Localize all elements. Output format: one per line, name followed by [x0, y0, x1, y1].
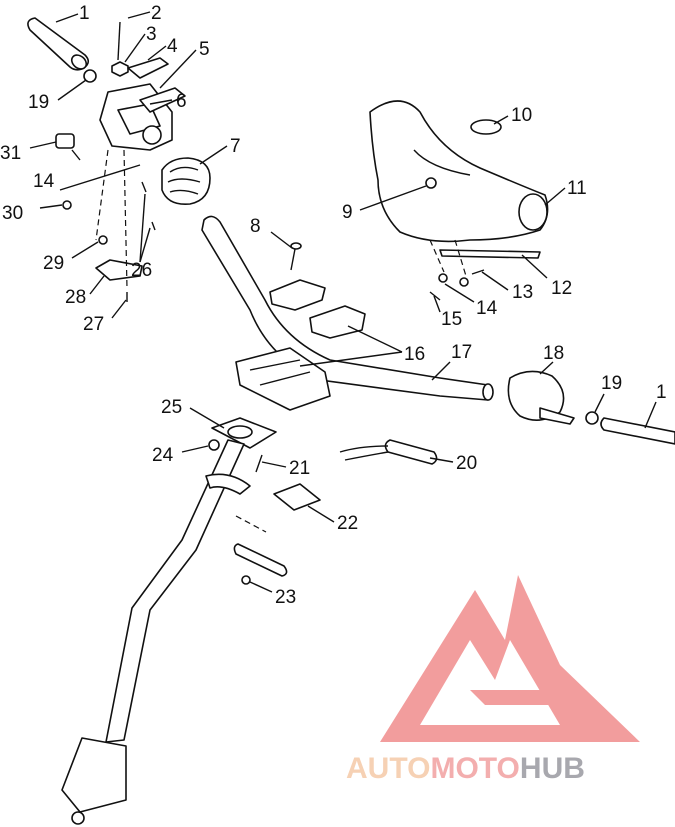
- callout-10: 10: [511, 105, 532, 126]
- callout-24: 24: [152, 445, 174, 466]
- part-nut-29: [98, 235, 108, 245]
- part-bolt-2: [117, 21, 121, 61]
- part-right-control: [507, 370, 575, 425]
- callout-21: 21: [289, 458, 310, 479]
- part-left-grip: [27, 17, 90, 71]
- callout-3: 3: [146, 24, 157, 45]
- callout-8: 8: [250, 216, 261, 237]
- callout-4: 4: [167, 36, 178, 57]
- watermark-text-auto: AUTO: [346, 752, 430, 785]
- callout-18: 18: [543, 343, 564, 364]
- callout-19-left: 19: [28, 92, 49, 113]
- part-nut-3: [111, 61, 129, 77]
- watermark-text-moto: MOTO: [430, 752, 519, 785]
- part-throttle-cover: [161, 157, 211, 206]
- part-screw-13: [471, 269, 485, 275]
- part-pad-strip: [439, 249, 541, 259]
- callout-1-right: 1: [656, 382, 667, 403]
- part-screw-26a: [141, 181, 147, 193]
- callout-29: 29: [43, 253, 64, 274]
- part-column-plate: [211, 417, 277, 449]
- part-pad-badge: [470, 119, 502, 135]
- part-screw-21: [255, 454, 263, 473]
- callout-28: 28: [65, 287, 86, 308]
- callout-13: 13: [512, 282, 533, 303]
- callout-22: 22: [337, 513, 358, 534]
- watermark-g-mark: [470, 690, 560, 705]
- callout-11: 11: [567, 178, 587, 199]
- part-nut-24: [208, 439, 220, 451]
- part-heated-grip: [339, 439, 438, 465]
- part-washer-14b: [459, 277, 469, 287]
- part-washer-23: [241, 575, 251, 585]
- callout-30: 30: [2, 203, 23, 224]
- callout-20: 20: [456, 453, 477, 474]
- leader-lines: [29, 11, 657, 593]
- part-throttle-housing: [99, 83, 186, 151]
- callout-17: 17: [451, 342, 472, 363]
- callout-12: 12: [551, 278, 572, 299]
- callout-6: 6: [176, 91, 187, 112]
- callout-1-left: 1: [79, 3, 90, 24]
- callout-26: 26: [131, 260, 152, 281]
- callout-14-left: 14: [33, 171, 55, 192]
- part-bushing: [273, 483, 321, 511]
- part-steering-column: [61, 439, 251, 825]
- callout-16: 16: [404, 344, 425, 365]
- part-washer-14a: [438, 273, 448, 283]
- part-clamp-plate: [95, 259, 143, 281]
- watermark-text-hub: HUB: [520, 752, 585, 785]
- callout-25: 25: [161, 397, 182, 418]
- part-lever-4: [127, 57, 169, 79]
- callout-labels: 1 2 3 4 5 6 7 8 9 10 11 12 13 14 14 15 1…: [0, 3, 667, 608]
- callout-2: 2: [151, 3, 162, 24]
- part-bar-clamps: [235, 279, 366, 411]
- callout-15: 15: [441, 309, 462, 330]
- callout-14-right: 14: [476, 298, 498, 319]
- callout-9: 9: [342, 202, 353, 223]
- part-screw-26b: [151, 221, 156, 231]
- part-right-grip: [600, 417, 675, 445]
- callout-27: 27: [83, 314, 104, 335]
- callout-7: 7: [230, 136, 241, 157]
- callout-23: 23: [275, 587, 296, 608]
- part-screw-30: [62, 200, 72, 210]
- part-grip-end-left: [83, 69, 97, 83]
- svg-text:AUTOMOTOHUB: AUTOMOTOHUB: [346, 752, 585, 785]
- part-grip-end-right: [585, 411, 599, 425]
- watermark-logo: AUTOMOTOHUB: [346, 575, 640, 785]
- callout-31: 31: [0, 143, 21, 164]
- callout-5: 5: [199, 39, 210, 60]
- callout-19-right: 19: [601, 373, 622, 394]
- part-handlebar-pad: [369, 100, 549, 243]
- part-column-sleeve: [233, 515, 288, 577]
- part-pin-15: [429, 291, 441, 301]
- watermark-triangle: [380, 575, 640, 742]
- part-switch: [55, 133, 81, 161]
- part-bolt-8: [290, 242, 302, 271]
